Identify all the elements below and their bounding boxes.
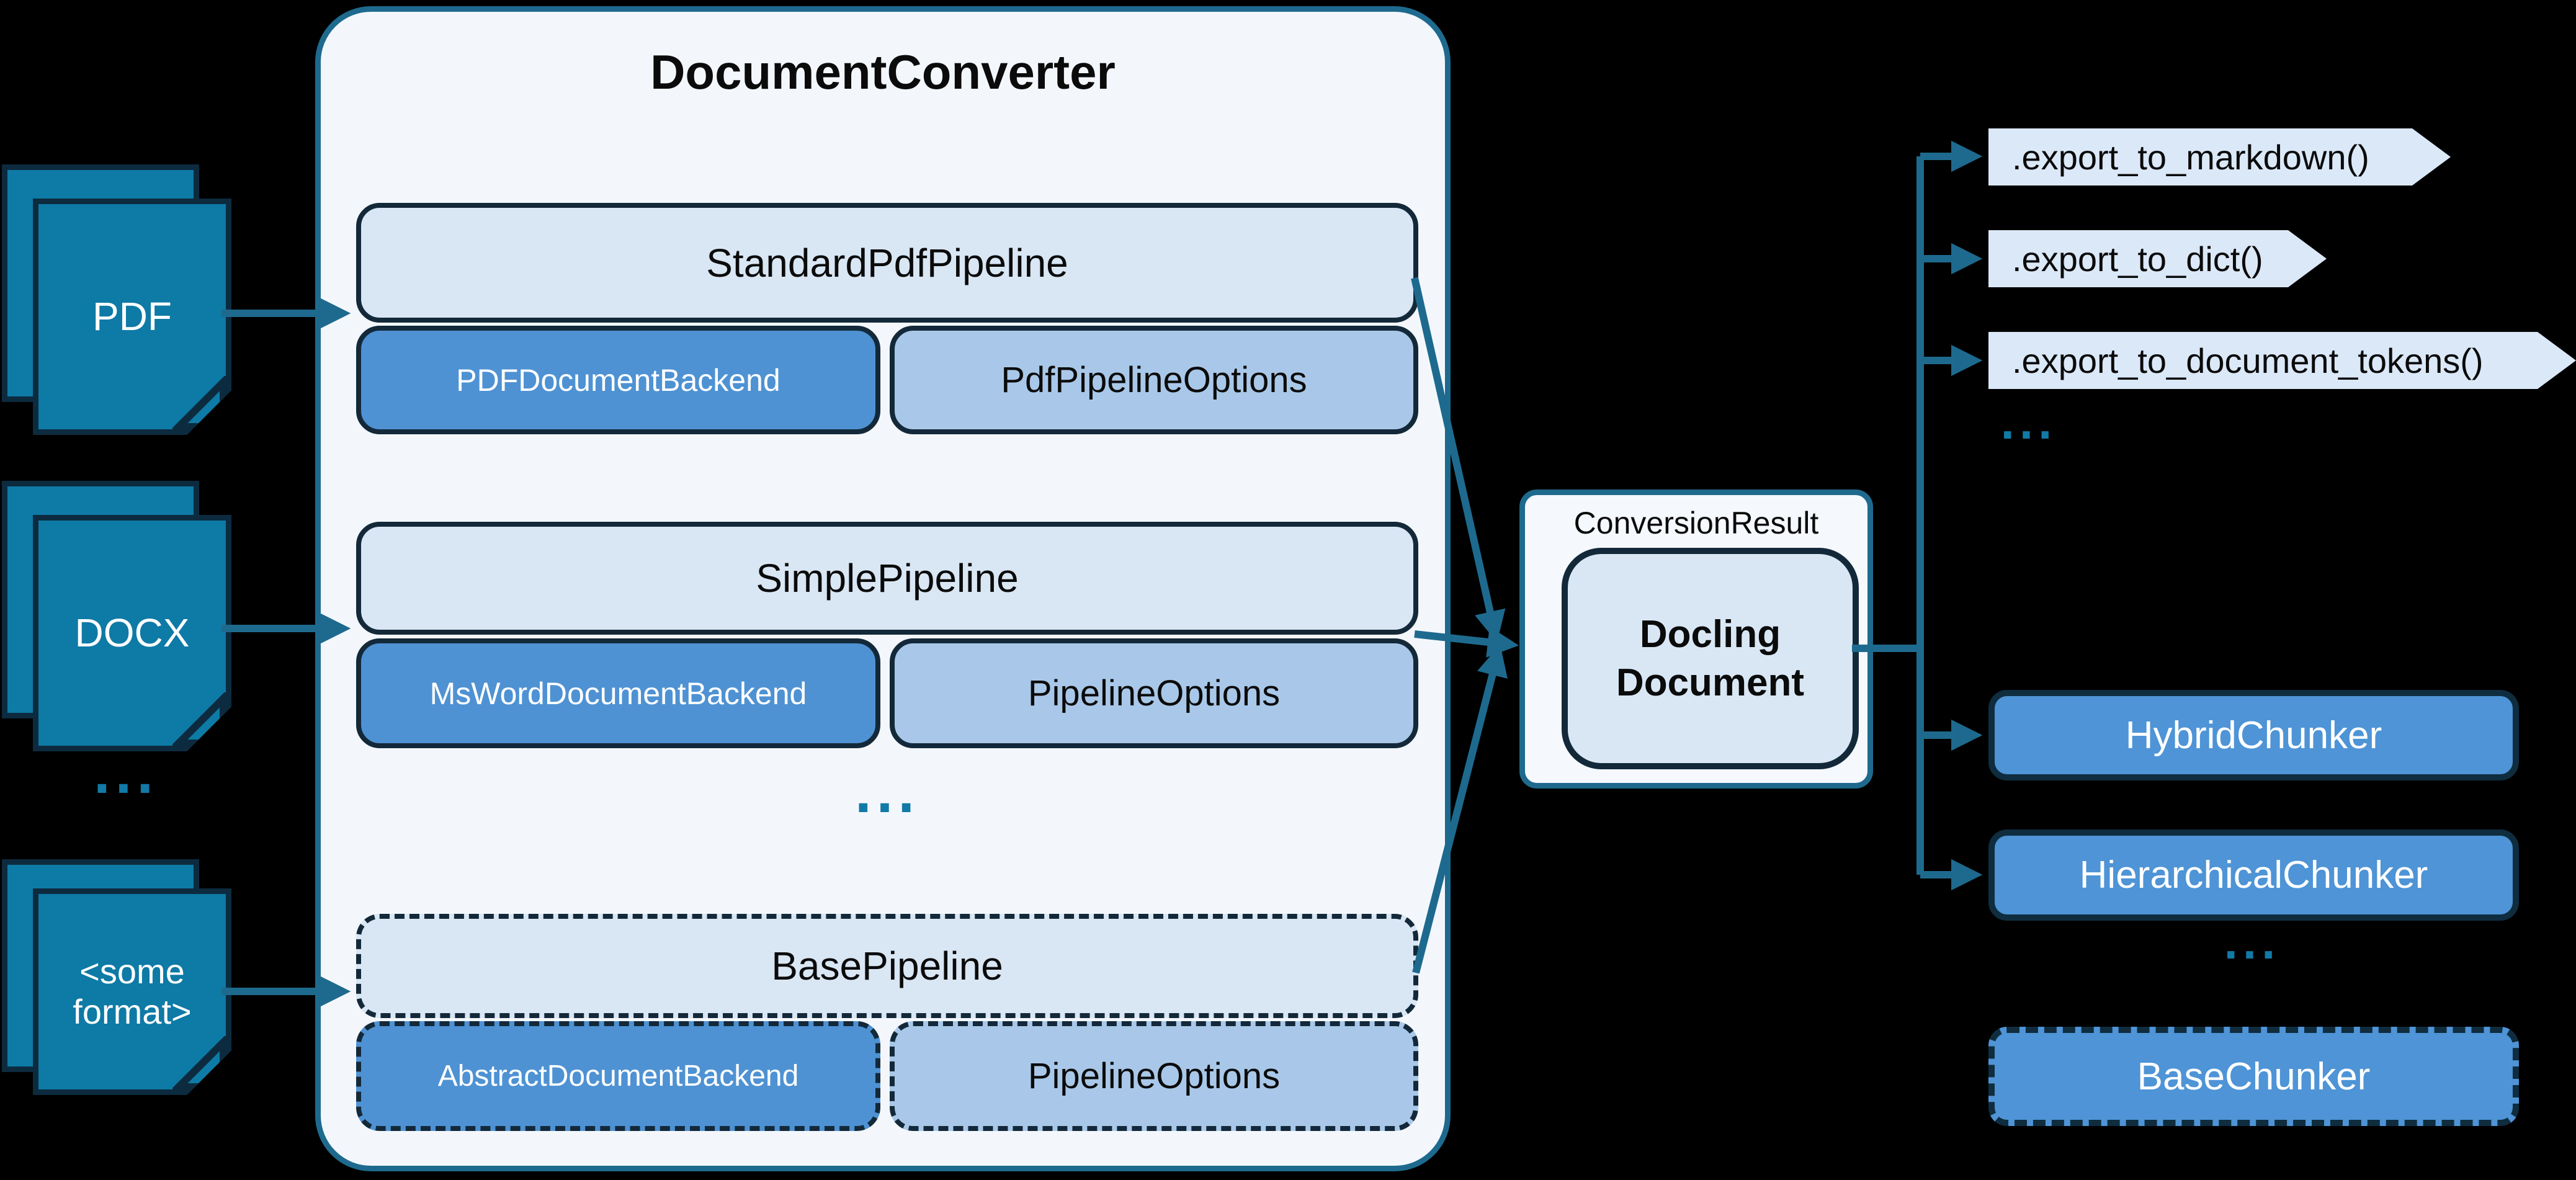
options-pipeline: PipelineOptions [890, 638, 1418, 748]
options-name: PipelineOptions [1027, 1056, 1281, 1096]
pipeline-simple: SimplePipeline [356, 522, 1418, 635]
hierarchical-chunker-box: HierarchicalChunker [1988, 829, 2519, 921]
pipeline-name: StandardPdfPipeline [706, 240, 1068, 285]
export-method-label: .export_to_markdown() [2012, 137, 2369, 177]
pdf-icon: PDF [33, 199, 231, 435]
docx-icon: DOCX [33, 515, 231, 751]
chunker-label: HybridChunker [2125, 713, 2382, 757]
pipeline-name: SimplePipeline [756, 556, 1019, 601]
hybrid-chunker-box: HybridChunker [1988, 690, 2519, 780]
options-name: PdfPipelineOptions [1001, 360, 1307, 400]
document-converter-title: DocumentConverter [650, 45, 1116, 99]
chunkers-ellipsis: ... [2224, 914, 2281, 969]
pdf-label: PDF [92, 293, 172, 339]
backend-msword-document: MsWordDocumentBackend [356, 638, 880, 748]
backend-name: PDFDocumentBackend [456, 362, 780, 398]
inputs-ellipsis: ... [93, 740, 158, 806]
backend-pdf-document: PDFDocumentBackend [356, 326, 880, 434]
conversion-result-label: ConversionResult [1573, 506, 1819, 540]
page-fold-icon [172, 376, 230, 433]
chunker-label: HierarchicalChunker [2079, 854, 2428, 896]
export-method-label: .export_to_document_tokens() [2012, 341, 2484, 380]
page-fold-icon [172, 692, 230, 749]
pipeline-standard-pdf: StandardPdfPipeline [356, 203, 1418, 323]
export-to-dict-chevron: .export_to_dict() [1988, 230, 2327, 287]
export-to-document-tokens-chevron: .export_to_document_tokens() [1988, 332, 2576, 389]
backend-abstract-document: AbstractDocumentBackend [356, 1021, 880, 1131]
docling-document-label: Docling Document [1616, 613, 1805, 704]
some-format-label: <some format> [73, 952, 192, 1031]
page-fold-icon [172, 1036, 230, 1093]
export-method-label: .export_to_dict() [2012, 239, 2263, 279]
some-format-icon: <some format> [33, 888, 231, 1095]
converter-ellipsis: ... [854, 759, 919, 825]
backend-name: MsWordDocumentBackend [429, 676, 807, 711]
base-chunker-box: BaseChunker [1988, 1027, 2519, 1126]
docling-document-box: Docling Document [1562, 548, 1859, 769]
pipeline-name: BasePipeline [771, 944, 1003, 988]
document-converter-container: DocumentConverter StandardPdfPipeline PD… [315, 6, 1451, 1171]
options-name: PipelineOptions [1027, 673, 1281, 713]
docx-label: DOCX [74, 610, 190, 655]
options-pdf-pipeline: PdfPipelineOptions [890, 326, 1418, 434]
export-to-markdown-chevron: .export_to_markdown() [1988, 128, 2451, 185]
pipeline-base: BasePipeline [356, 914, 1418, 1018]
options-base-pipeline: PipelineOptions [890, 1021, 1418, 1131]
backend-name: AbstractDocumentBackend [437, 1060, 799, 1093]
exports-ellipsis: ... [2000, 394, 2057, 449]
conversion-result-container: ConversionResult Docling Document [1519, 489, 1873, 789]
chunker-label: BaseChunker [2137, 1055, 2371, 1098]
